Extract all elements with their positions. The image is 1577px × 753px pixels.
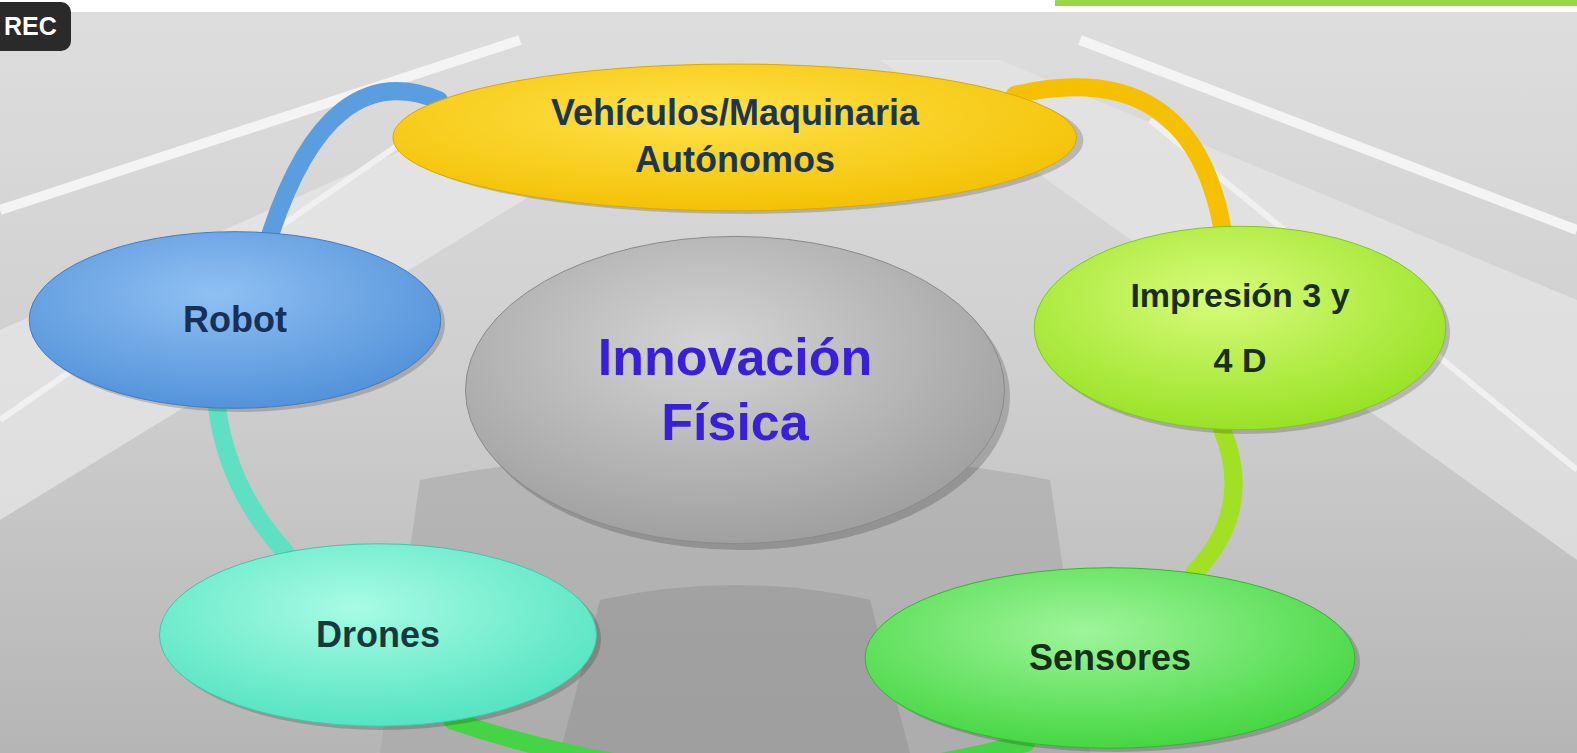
node-label: Innovación Física — [555, 325, 915, 455]
node-label: Drones — [316, 613, 440, 656]
node-label: Vehículos/Maquinaria Autónomos — [500, 90, 970, 184]
ring-connector — [453, 721, 1026, 753]
sensors-ellipse: Sensores — [860, 564, 1360, 752]
node-label: Robot — [183, 298, 287, 341]
ellipse-outline — [1030, 222, 1450, 434]
node-label: Impresión 3 y 4 D — [1125, 263, 1355, 392]
node-label: Sensores — [1029, 636, 1191, 679]
ring-connector — [217, 408, 286, 552]
ellipse-outline — [386, 61, 1083, 214]
recording-badge: REC — [0, 2, 71, 51]
central-ellipse: Innovación Física — [460, 230, 1010, 550]
ellipse-outline — [460, 230, 1010, 550]
drones-ellipse: Drones — [155, 540, 601, 730]
robot-ellipse: Robot — [25, 228, 445, 412]
printing-ellipse: Impresión 3 y 4 D — [1030, 222, 1450, 434]
autonomous-vehicles-ellipse: Vehículos/Maquinaria Autónomos — [386, 61, 1083, 214]
ring-connector — [1194, 429, 1234, 573]
